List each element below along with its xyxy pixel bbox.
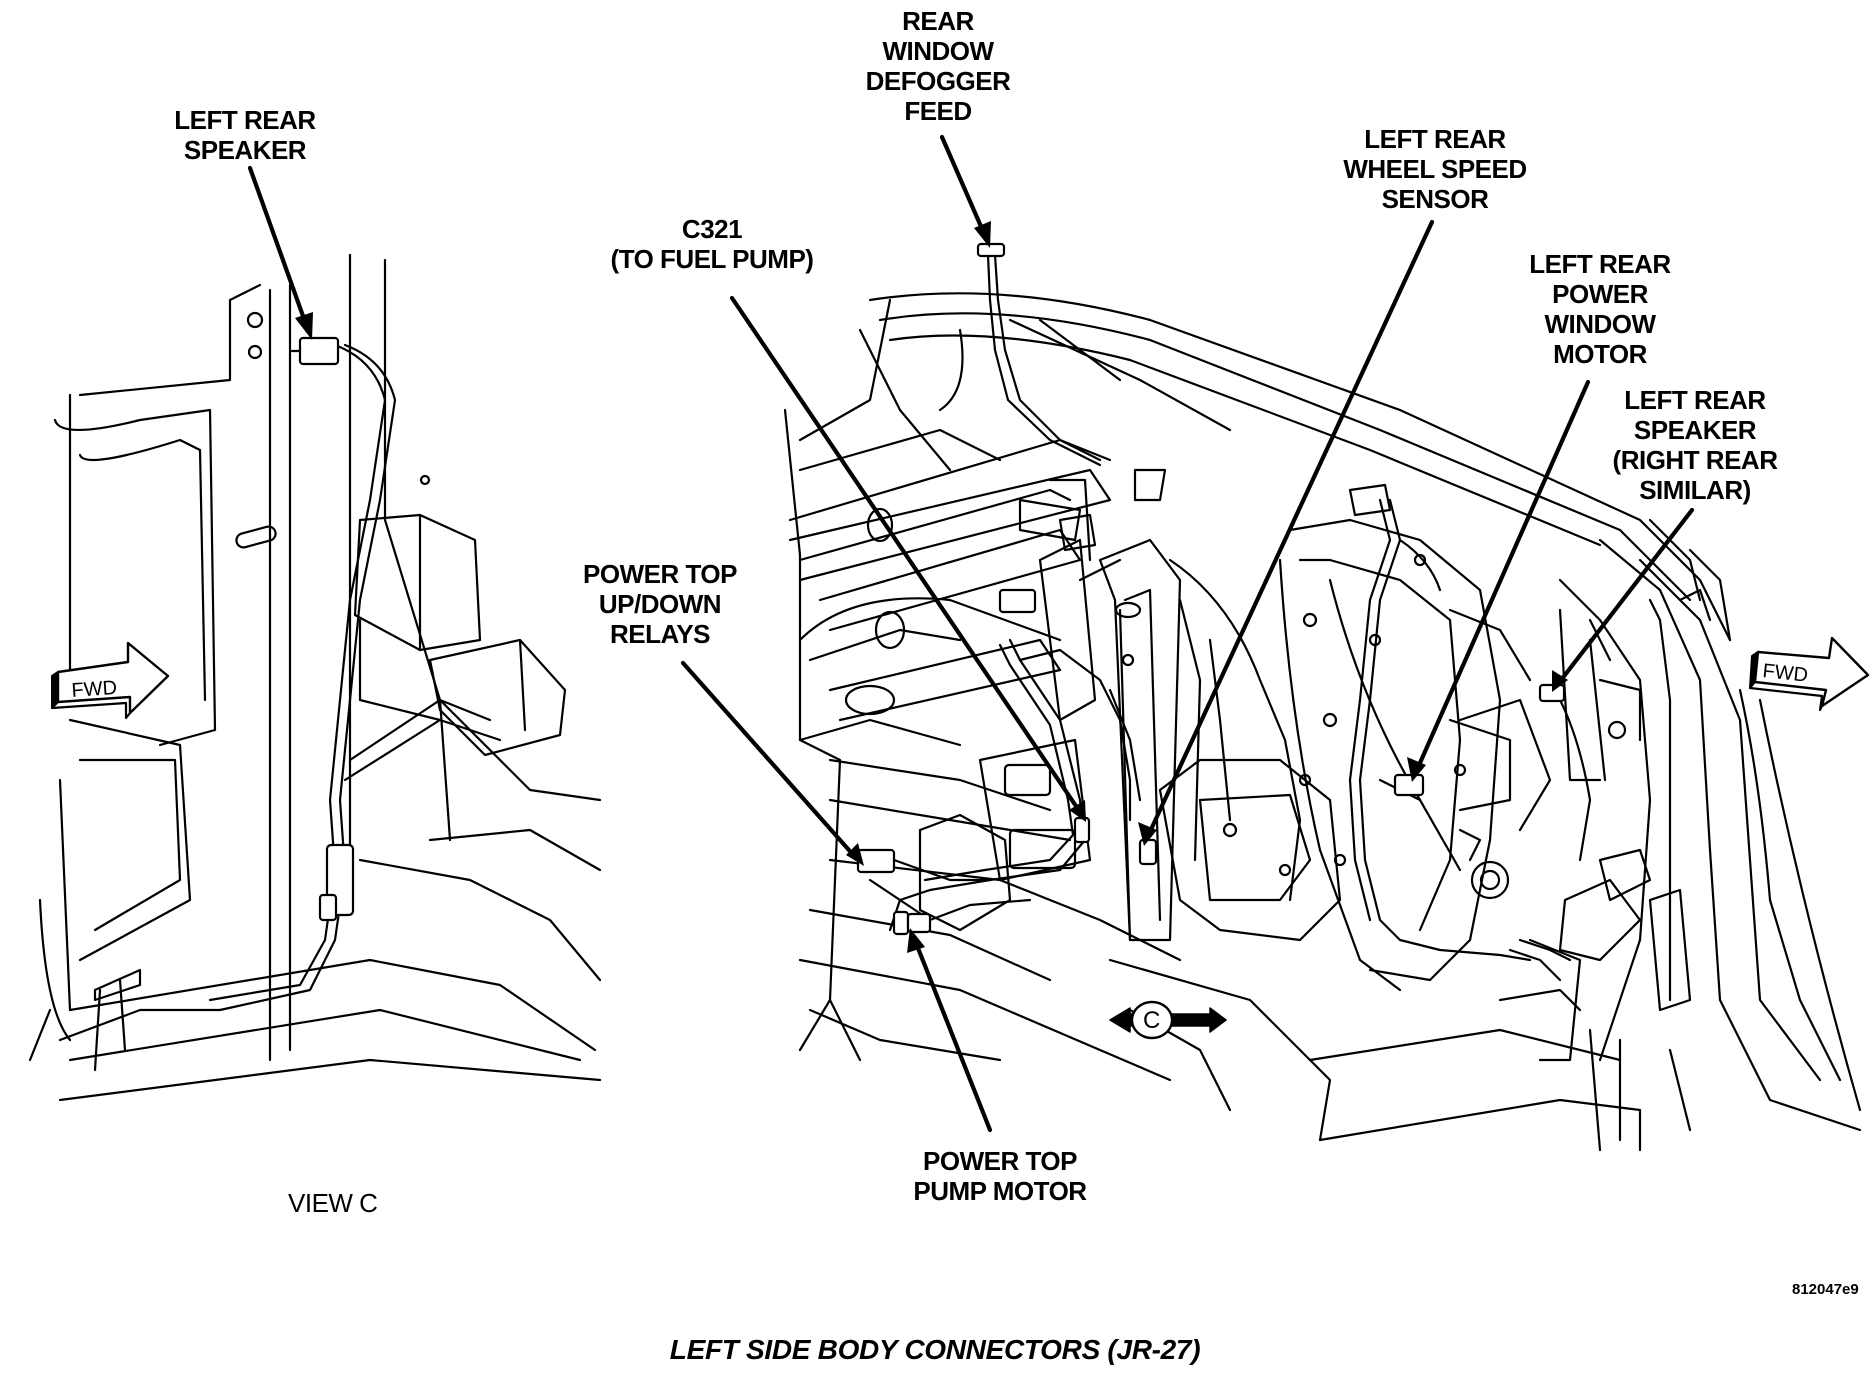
callout-left-rear-speaker-view-c: LEFT REAR SPEAKER	[174, 105, 316, 165]
main-view-illustration	[783, 242, 1862, 1152]
fwd-badge-right-label: FWD	[1761, 660, 1809, 687]
fwd-badge-left	[50, 641, 170, 720]
view-c-marker	[1109, 1000, 1227, 1040]
callout-left-rear-power-window-motor: LEFT REAR POWER WINDOW MOTOR	[1529, 249, 1671, 369]
callout-rear-window-defogger-feed: REAR WINDOW DEFOGGER FEED	[865, 6, 1011, 126]
fwd-badge-left-label: FWD	[71, 677, 118, 702]
callout-left-rear-wheel-speed-sensor: LEFT REAR WHEEL SPEED SENSOR	[1343, 124, 1527, 214]
figure-caption: LEFT SIDE BODY CONNECTORS (JR-27)	[669, 1334, 1201, 1365]
arrow-heads	[295, 221, 1568, 953]
view-c-label: VIEW C	[288, 1188, 378, 1218]
view-c-illustration	[28, 253, 602, 1102]
leader-arrows	[247, 134, 1695, 1133]
callout-c321-to-fuel-pump: C321 (TO FUEL PUMP)	[610, 214, 814, 274]
callout-left-rear-speaker-main: LEFT REAR SPEAKER (RIGHT REAR SIMILAR)	[1612, 385, 1778, 505]
fwd-badge-right	[1748, 636, 1870, 712]
view-c-marker-label: C	[1143, 1007, 1160, 1034]
callout-power-top-up-down-relays: POWER TOP UP/DOWN RELAYS	[583, 559, 737, 649]
figure-id: 812047e9	[1792, 1281, 1859, 1298]
callout-power-top-pump-motor: POWER TOP PUMP MOTOR	[913, 1146, 1087, 1206]
